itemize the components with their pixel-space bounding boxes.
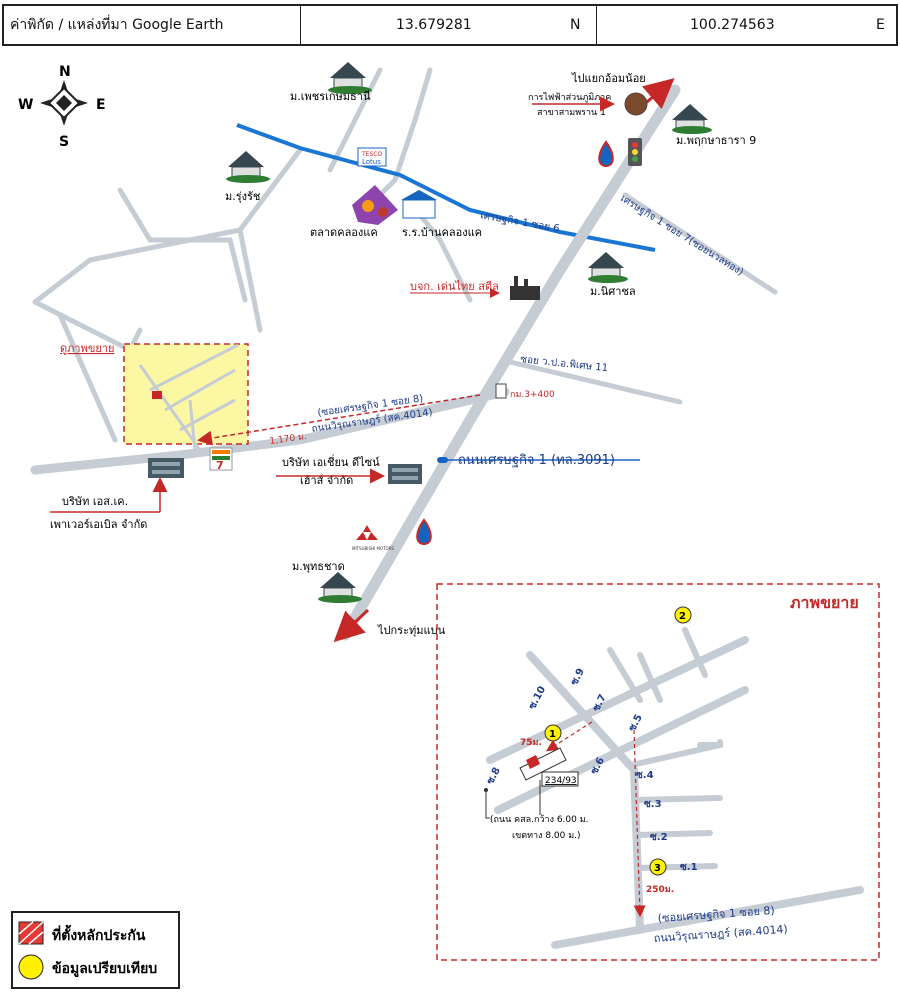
- major-roads: [30, 84, 681, 641]
- label-sk-1: บริษัท เอส.เค.: [62, 495, 128, 508]
- market-icon: [352, 185, 398, 225]
- label-soi6: เศรษฐกิจ 1 ซอย 6: [479, 210, 560, 235]
- marker-2-text: 2: [679, 611, 686, 622]
- collateral-site-icon: [519, 747, 567, 781]
- inset-road-width-1: (ถนน คสล.กว้าง 6.00 ม.: [490, 814, 589, 825]
- minor-roads: [32, 67, 778, 443]
- marker-3-text: 3: [654, 863, 661, 874]
- compass-w: W: [18, 97, 33, 113]
- inset-main-streets: [486, 636, 864, 949]
- pea-logo: [624, 92, 648, 116]
- label-to-omnoi: ไปแยกอ้อมน้อย: [571, 72, 646, 85]
- legend-comparison-label: ข้อมูลเปรียบเทียบ: [52, 961, 157, 977]
- label-rungrat: ม.รุ่งรัช: [225, 190, 260, 203]
- latitude-direction: N: [570, 17, 581, 33]
- to-krathum-arrow: [333, 608, 370, 643]
- label-pruksa: ม.พฤกษาธารา 9: [676, 134, 756, 147]
- seven-eleven-logo: 7: [209, 447, 233, 472]
- house-icon-pruksa: [672, 104, 712, 134]
- comparison-marker-3: 3: [649, 858, 667, 876]
- lotus-logo: [357, 147, 387, 167]
- inset-house-number: 234/93: [545, 776, 577, 786]
- compass-n: N: [59, 64, 71, 80]
- factory-icon: [510, 276, 540, 300]
- inset-label-75: 75ม.: [520, 738, 542, 748]
- compass-e: E: [96, 97, 106, 113]
- label-dentai: บจก. เด่นไทย สตีล: [410, 280, 499, 293]
- divider: [300, 6, 301, 44]
- comparison-marker-2: 2: [674, 606, 692, 624]
- seven-eleven-text: 7: [216, 459, 224, 472]
- lotus-name: Lotus: [362, 158, 381, 166]
- office-icon-sk: [148, 458, 184, 478]
- comparison-marker-1: 1: [544, 724, 562, 742]
- latitude-value: 13.679281: [396, 17, 472, 33]
- marker-1-text: 1: [549, 729, 556, 740]
- house-number-box: [541, 771, 579, 787]
- inset-title: ภาพขยาย: [790, 593, 859, 612]
- label-pea-1: การไฟฟ้าส่วนภูมิภาค: [528, 92, 611, 103]
- label-pea-2: สาขาสามพราน 1: [537, 108, 606, 118]
- lotus-brand: TESCO: [361, 151, 382, 158]
- mitsubishi-text: MITSUBISHI MOTORS: [352, 546, 394, 551]
- divider: [596, 6, 597, 44]
- inset-distance-250: [633, 729, 646, 918]
- inset-label-s3: ซ.3: [644, 799, 662, 810]
- road-width-pointer: [485, 790, 490, 819]
- label-sk-2: เพาเวอร์เอเบิล จำกัด: [50, 518, 147, 531]
- inset-road-width-2: เขตทาง 8.00 ม.): [512, 831, 581, 841]
- house-icon-rungrat: [226, 151, 270, 183]
- inset-label-s9: ซ.9: [569, 667, 587, 688]
- label-phetkasem: ม.เพชรเกษมธานี: [290, 90, 371, 103]
- inset-label-s8: ซ.8: [485, 766, 503, 787]
- label-soi7: เศรษฐกิจ 1 ซอย 7(ซอยนวลทอง): [618, 193, 745, 278]
- inset-label-s2: ซ.2: [650, 832, 668, 843]
- gas-station-icon: [598, 140, 614, 168]
- km-marker-icon: [495, 383, 507, 399]
- label-soi-por: ซอย ว.ป.อ.พิเศษ 11: [520, 354, 609, 374]
- inset-label-s4: ซ.4: [636, 770, 654, 781]
- compass-s: S: [59, 134, 69, 150]
- label-putthachat: ม.พุทธชาด: [292, 560, 345, 573]
- label-market: ตลาดคลองแค: [310, 226, 378, 239]
- house-icon-phetkasem: [328, 62, 372, 94]
- school-icon: [401, 190, 437, 219]
- label-main-road: ถนนเศรษฐกิจ 1 (ทล.3091): [458, 453, 615, 468]
- longitude-value: 100.274563: [690, 17, 775, 33]
- house-icon-nisachon: [588, 252, 628, 283]
- inset-label-s5: ซ.5: [627, 713, 645, 734]
- inset-frame: [436, 583, 880, 961]
- inset-label-s1: ซ.1: [680, 862, 698, 873]
- legend-comparison-swatch: [18, 954, 44, 980]
- label-to-krathum: ไปกระทุ่มแบน: [377, 624, 446, 637]
- inset-label-soi8: (ซอยเศรษฐกิจ 1 ซอย 8): [657, 904, 775, 925]
- office-icon-asian: [388, 464, 422, 484]
- gas-station-icon: [416, 518, 432, 546]
- house-icon-putthachat: [318, 572, 362, 603]
- legend-collateral-label: ที่ตั้งหลักประกัน: [52, 924, 146, 944]
- inset-side-streets: [607, 627, 723, 871]
- label-km: กม.3+400: [510, 390, 555, 400]
- zoom-area-collateral-mark: [152, 391, 162, 399]
- inset-label-250: 250ม.: [646, 885, 674, 895]
- compass-rose: N S W E: [18, 64, 106, 150]
- zoom-reference-label: ดูภาพขยาย: [60, 342, 114, 355]
- label-asian-2: เฮ้าส์ จำกัด: [300, 474, 353, 487]
- label-nisachon: ม.นิศาชล: [590, 285, 636, 298]
- distance-line-1170: [197, 394, 481, 446]
- inset-distance-75: [545, 721, 593, 752]
- mitsubishi-logo: MITSUBISHI MOTORS: [352, 525, 394, 551]
- label-school: ร.ร.บ้านคลองแค: [402, 226, 482, 239]
- label-asian-1: บริษัท เอเชี่ยน ดีไซน์: [282, 454, 380, 469]
- zoom-area-streets: [138, 343, 239, 451]
- coordinates-source-label: ค่าพิกัด / แหล่งที่มา Google Earth: [10, 17, 224, 33]
- canal: [236, 123, 656, 252]
- zoom-area: [123, 343, 249, 445]
- coordinates-header: ค่าพิกัด / แหล่งที่มา Google Earth 13.67…: [2, 4, 898, 46]
- inset-label-s10: ซ.10: [527, 685, 548, 712]
- longitude-direction: E: [876, 17, 885, 33]
